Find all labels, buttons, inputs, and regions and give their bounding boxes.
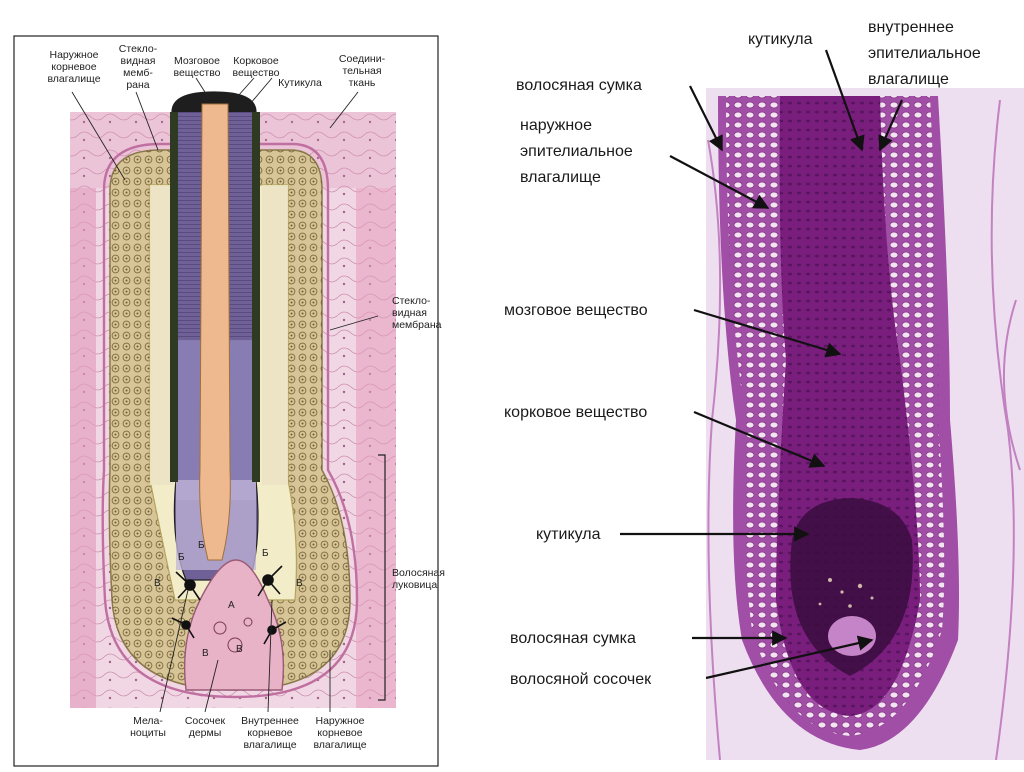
diagram-right-labels: Стекло- видная мембрана Волосяная лукови…: [392, 295, 445, 591]
label-medulla-2: вещество: [173, 67, 220, 79]
diagram-leaders: [71, 77, 379, 713]
label-medulla: мозговое вещество: [504, 302, 648, 319]
bulb-matrix: [790, 498, 913, 676]
label-inner-sheath-1: Внутреннее: [241, 715, 299, 727]
label-connective-2: тельная: [342, 65, 381, 77]
label-outer-sheath-2: эпителиальное: [520, 143, 633, 160]
arrow-outer-sheath: [669, 155, 770, 209]
label-cuticle-mid: кутикула: [536, 526, 601, 543]
label-papilla-2: дермы: [189, 727, 222, 739]
label-glassy-r-2: видная: [392, 307, 427, 319]
label-outer-sheath-1: наружное: [520, 117, 592, 134]
hair-papilla: [828, 616, 876, 656]
letter-v-2: В: [202, 648, 209, 659]
label-cuticle-top: кутикула: [748, 31, 813, 48]
cuticle-right: [252, 112, 260, 482]
hair-follicle-micrograph: кутикула внутреннее эпителиальное влагал…: [480, 0, 1024, 767]
label-outer-sheath-3: влагалище: [520, 169, 601, 186]
micrograph-arrows: [620, 49, 904, 680]
label-cortex: корковое вещество: [504, 404, 647, 421]
label-outer-sheath-2: корневое: [51, 61, 96, 73]
letter-b-3: Б: [262, 548, 269, 559]
arrow-inner-sheath: [878, 99, 904, 152]
letter-b-2: Б: [198, 540, 205, 551]
hair-follicle-diagram: Наружное корневое влагалище Стекло- видн…: [0, 0, 470, 767]
arrow-cuticle-top: [824, 49, 865, 152]
label-melanocytes-1: Мела-: [133, 715, 163, 727]
label-outer-sheath-b-1: Наружное: [315, 715, 364, 727]
label-connective-1: Соедини-: [339, 53, 386, 65]
arrow-hair-sac-top: [689, 85, 723, 152]
label-medulla-1: Мозговое: [174, 55, 220, 67]
letter-v-1: В: [154, 578, 161, 589]
label-glassy-r-3: мембрана: [392, 319, 442, 331]
label-glassy-1: Стекло-: [119, 43, 158, 55]
letter-a: А: [228, 600, 235, 611]
label-outer-sheath-b-3: влагалище: [313, 739, 366, 751]
label-inner-sheath-1: внутреннее: [868, 19, 954, 36]
diagram-top-labels: Наружное корневое влагалище Стекло- видн…: [47, 43, 385, 91]
label-glassy-r-1: Стекло-: [392, 295, 431, 307]
micrograph-labels: кутикула внутреннее эпителиальное влагал…: [504, 19, 981, 688]
label-papilla: волосяной сосочек: [510, 671, 652, 688]
cuticle-left: [170, 112, 178, 482]
label-connective-3: ткань: [349, 77, 376, 89]
arrow-medulla: [693, 308, 842, 358]
melanocytes: [171, 565, 287, 645]
label-outer-sheath-b-2: корневое: [317, 727, 362, 739]
label-inner-sheath-3: влагалище: [243, 739, 296, 751]
arrow-papilla: [705, 635, 874, 680]
label-cuticle: Кутикула: [278, 77, 322, 89]
label-hair-sac-top: волосяная сумка: [516, 77, 642, 94]
label-melanocytes-2: ноциты: [130, 727, 166, 739]
label-glassy-3: мемб-: [123, 67, 153, 79]
label-papilla-1: Сосочек: [185, 715, 226, 727]
hair-medulla: [199, 103, 231, 561]
diagram-letters: Б Б Б В В В А В: [154, 540, 303, 659]
label-inner-sheath-2: эпителиальное: [868, 45, 981, 62]
letter-b-1: Б: [178, 552, 185, 563]
label-cortex-1: Корковое: [233, 55, 279, 67]
label-inner-sheath-3: влагалище: [868, 71, 949, 88]
letter-v-3: В: [296, 578, 303, 589]
glassy-membrane: [101, 142, 359, 699]
label-inner-sheath-2: корневое: [247, 727, 292, 739]
arrow-cortex: [693, 410, 826, 468]
diagram-svg: Наружное корневое влагалище Стекло- видн…: [13, 35, 445, 767]
label-bulb-1: Волосяная: [392, 567, 445, 579]
label-glassy-2: видная: [121, 55, 156, 67]
letter-v-4: В: [236, 644, 243, 655]
diagram-bottom-labels: Мела- ноциты Сосочек дермы Внутреннее ко…: [130, 715, 367, 751]
label-outer-sheath-1: Наружное: [49, 49, 98, 61]
micrograph-svg: кутикула внутреннее эпителиальное влагал…: [504, 19, 1024, 761]
label-outer-sheath-3: влагалище: [47, 73, 100, 85]
bulb-bracket: [378, 454, 386, 701]
label-glassy-4: рана: [126, 79, 149, 91]
label-cortex-2: вещество: [232, 67, 279, 79]
label-bulb-2: луковица: [392, 579, 437, 591]
label-hair-sac-bottom: волосяная сумка: [510, 630, 636, 647]
